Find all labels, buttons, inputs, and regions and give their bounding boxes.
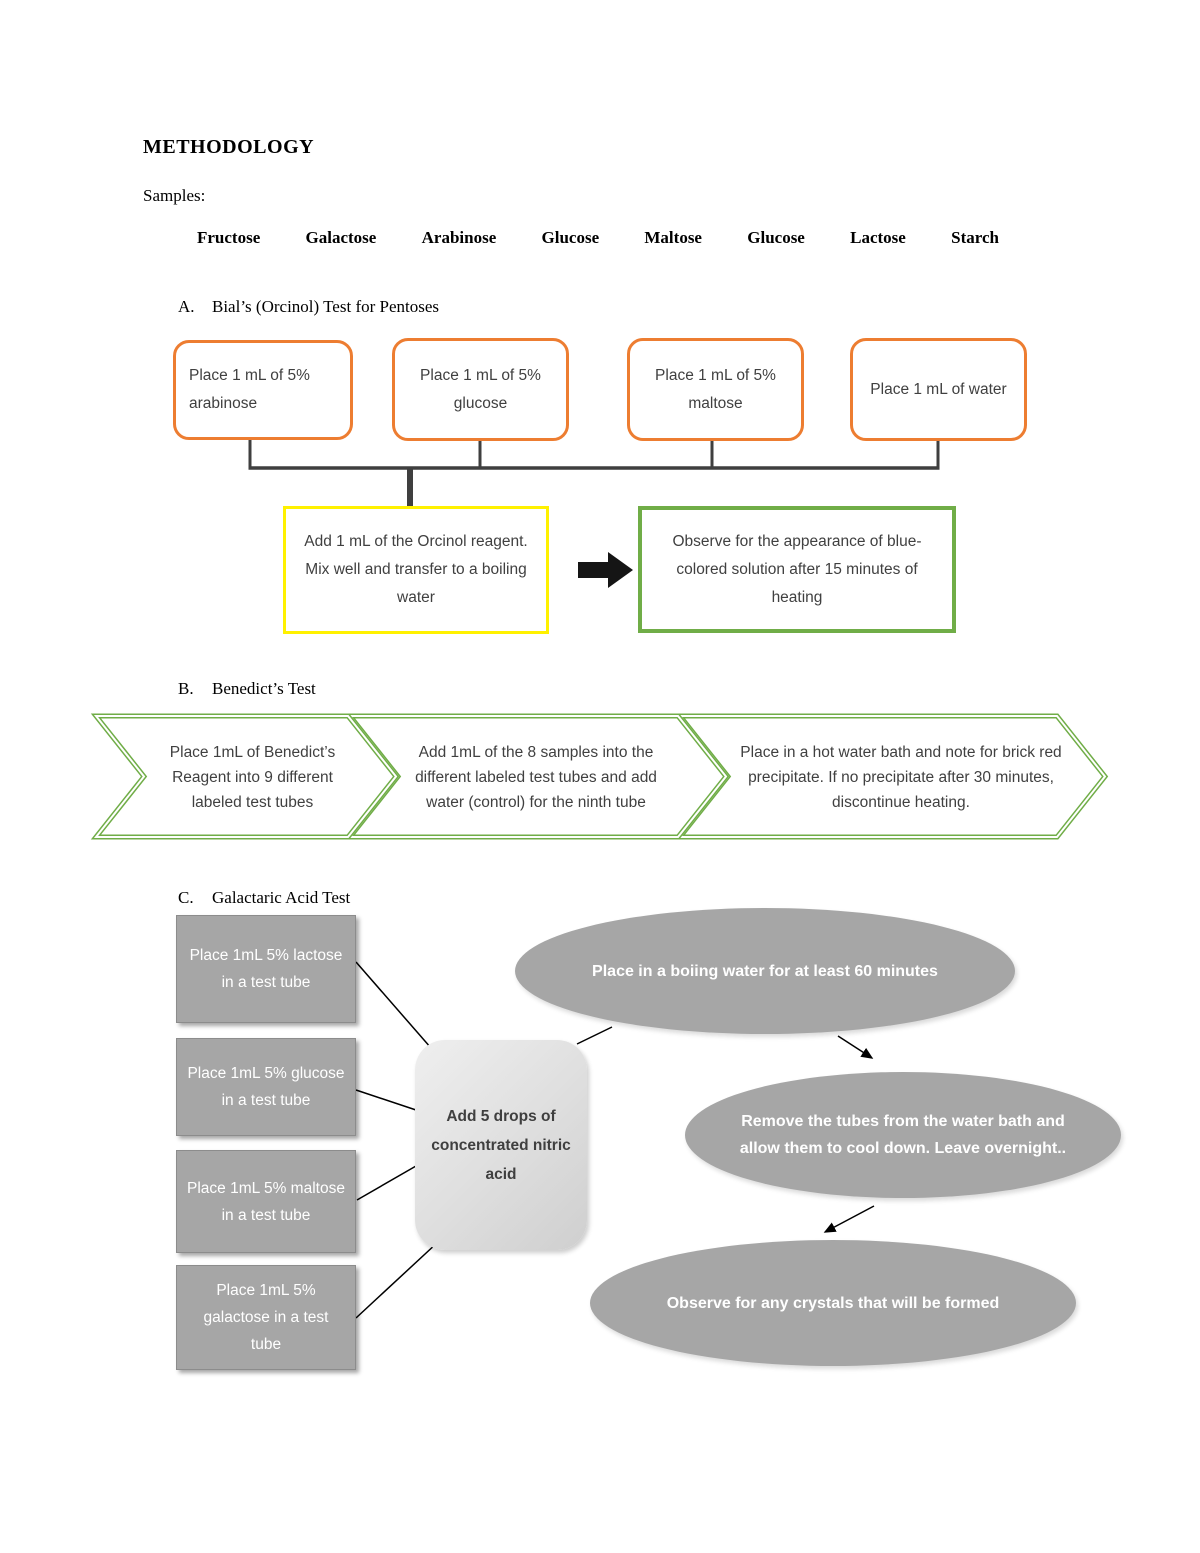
section-a-title: Bial’s (Orcinol) Test for Pentoses <box>212 297 440 316</box>
arrow-to-observe-step <box>823 1205 875 1233</box>
orcinol-reagent-step: Add 1 mL of the Orcinol reagent. Mix wel… <box>283 506 549 634</box>
section-c-connector-lines <box>355 961 875 1319</box>
section-b-letter: B. <box>178 679 194 698</box>
chevron-shape-1 <box>90 713 400 840</box>
ellipse-step-boiling: Place in a boiing water for at least 60 … <box>515 908 1015 1034</box>
sample-name: Lactose <box>850 228 906 247</box>
reagent-box: Add 5 drops of concentrated nitric acid <box>415 1040 587 1250</box>
section-b-title: Benedict’s Test <box>212 679 316 698</box>
sample-name: Glucose <box>747 228 805 247</box>
section-a-letter: A. <box>178 297 195 316</box>
input-box-galactose: Place 1mL 5% galactose in a test tube <box>176 1265 356 1370</box>
samples-list: Fructose Galactose Arabinose Glucose Mal… <box>197 228 999 248</box>
section-a-connector-lines <box>248 438 940 506</box>
sample-name: Maltose <box>644 228 702 247</box>
chevron-step-2: Add 1mL of the 8 samples into the differ… <box>415 743 657 811</box>
samples-label: Samples: <box>143 186 206 205</box>
page-title: METHODOLOGY <box>143 136 315 158</box>
sample-name: Glucose <box>541 228 600 247</box>
section-c-title: Galactaric Acid Test <box>212 888 351 907</box>
chevron-step-3: Place in a hot water bath and note for b… <box>740 743 1062 811</box>
sample-name: Starch <box>951 228 999 247</box>
ellipse-step-observe: Observe for any crystals that will be fo… <box>590 1240 1076 1366</box>
sample-name: Arabinose <box>421 228 497 247</box>
arrow-to-remove-step <box>837 1035 874 1059</box>
section-b-heading: B. Benedict’s Test <box>178 679 316 699</box>
observe-blue-step: Observe for the appearance of blue-color… <box>638 506 956 633</box>
section-c-heading: C. Galactaric Acid Test <box>178 888 350 908</box>
flowbox-glucose: Place 1 mL of 5% glucose <box>392 338 569 441</box>
sample-name: Galactose <box>305 228 377 247</box>
right-arrow-icon <box>578 552 633 588</box>
flowbox-water: Place 1 mL of water <box>850 338 1027 441</box>
flowbox-arabinose: Place 1 mL of 5% arabinose <box>173 340 353 440</box>
section-a-heading: A. Bial’s (Orcinol) Test for Pentoses <box>178 297 439 317</box>
sample-name: Fructose <box>197 228 261 247</box>
ellipse-step-remove: Remove the tubes from the water bath and… <box>685 1072 1121 1198</box>
section-c-letter: C. <box>178 888 194 907</box>
input-box-lactose: Place 1mL 5% lactose in a test tube <box>176 915 356 1023</box>
flowbox-maltose: Place 1 mL of 5% maltose <box>627 338 804 441</box>
input-box-maltose: Place 1mL 5% maltose in a test tube <box>176 1150 356 1253</box>
input-box-glucose: Place 1mL 5% glucose in a test tube <box>176 1038 356 1136</box>
chevron-step-1: Place 1mL of Benedict’s Reagent into 9 d… <box>169 743 336 811</box>
